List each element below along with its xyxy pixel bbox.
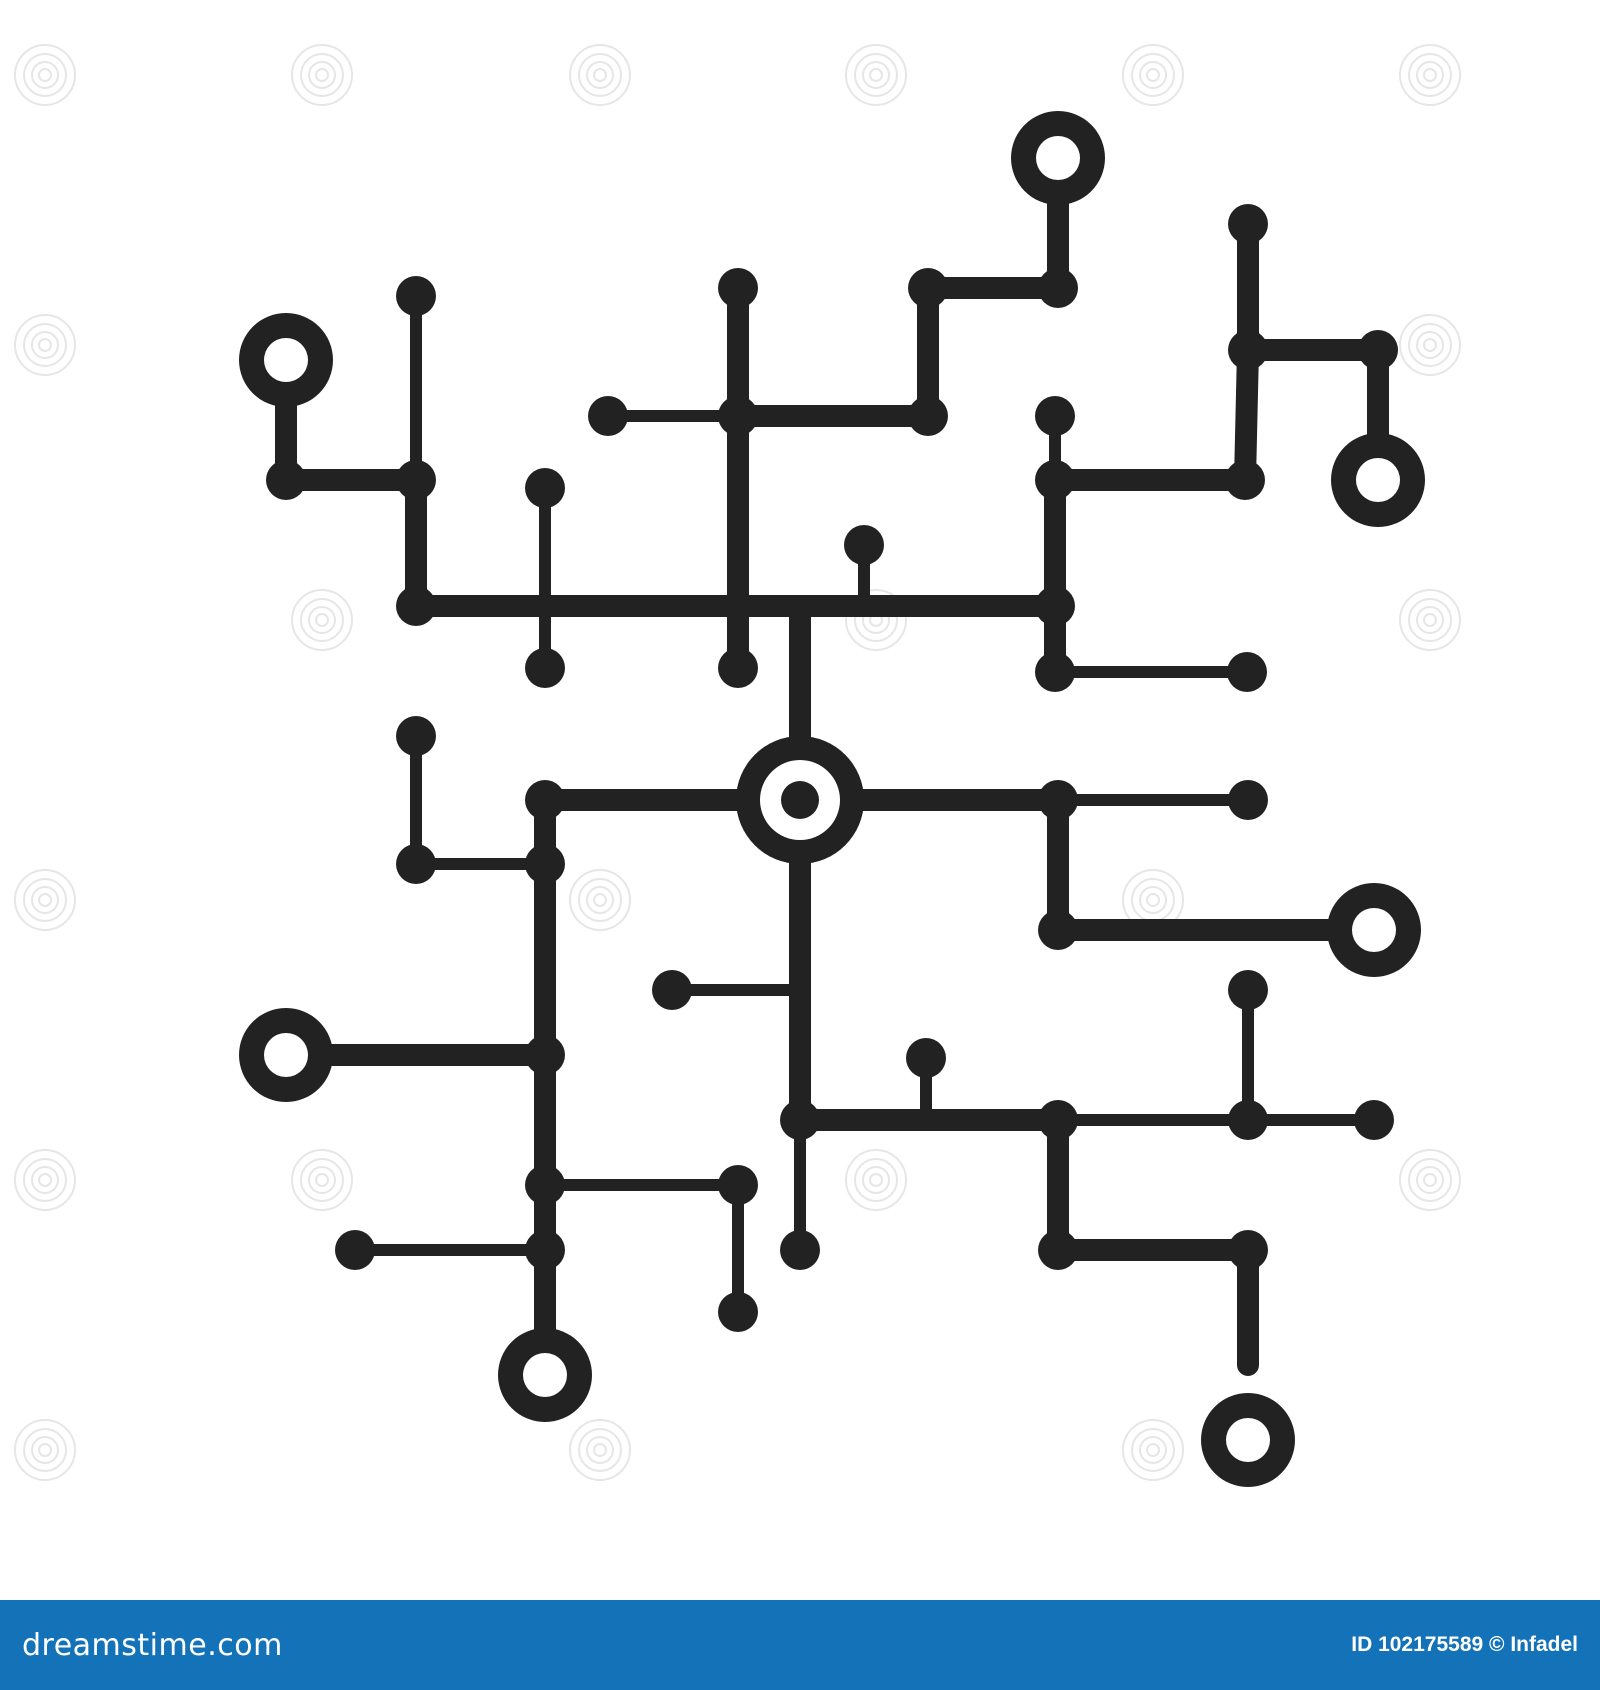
terminal-dot <box>1228 204 1268 244</box>
watermark-spiral-icon <box>845 44 907 106</box>
terminal-dot <box>396 276 436 316</box>
terminal-dot <box>1035 652 1075 692</box>
watermark-spiral-icon <box>14 869 76 931</box>
terminal-dot <box>1228 970 1268 1010</box>
terminal-dot <box>1228 1100 1268 1140</box>
terminal-dot <box>1038 910 1078 950</box>
watermark-spiral-icon <box>1122 44 1184 106</box>
terminal-dot <box>1035 586 1075 626</box>
terminal-dot <box>266 460 306 500</box>
site-logo[interactable]: dreamstime.com <box>22 1627 283 1663</box>
terminal-dot <box>525 468 565 508</box>
ring-pad <box>498 1328 592 1422</box>
terminal-dot <box>908 396 948 436</box>
watermark-spiral-icon <box>1122 1419 1184 1481</box>
terminal-dot <box>1228 330 1268 370</box>
trace-lower-l-1185 <box>539 1179 744 1318</box>
watermark-spiral-icon <box>14 1149 76 1211</box>
central-hub-node <box>736 736 864 864</box>
image-credit: ID 102175589 © Infadel <box>1351 1633 1578 1656</box>
watermark-spiral-icon <box>569 1419 631 1481</box>
terminal-dot <box>1228 780 1268 820</box>
terminal-dot <box>906 1038 946 1078</box>
terminal-dot <box>396 586 436 626</box>
watermark-spiral-icon <box>14 1419 76 1481</box>
trace-stair-to-top-ring <box>727 209 1069 427</box>
ring-pad <box>1201 1393 1295 1487</box>
ring-pad <box>1011 111 1105 205</box>
terminal-dot <box>525 1230 565 1270</box>
terminal-dot <box>908 268 948 308</box>
terminal-dot <box>525 648 565 688</box>
watermark-spiral-icon <box>14 314 76 376</box>
ring-pad <box>1331 433 1425 527</box>
terminal-dot <box>718 1292 758 1332</box>
terminal-dot <box>718 396 758 436</box>
terminal-dot <box>396 716 436 756</box>
trace-right-ring-928 <box>1047 789 1347 941</box>
node-layer <box>239 111 1425 1487</box>
terminal-dot <box>525 1165 565 1205</box>
watermark-spiral-icon <box>1399 1149 1461 1211</box>
watermark-spiral-icon <box>569 869 631 931</box>
ring-pad <box>239 1008 333 1102</box>
terminal-dot <box>718 1165 758 1205</box>
watermark-layer <box>14 44 1461 1481</box>
watermark-spiral-icon <box>291 589 353 651</box>
terminal-dot <box>1227 652 1267 692</box>
terminal-dot <box>780 1230 820 1270</box>
terminal-dot <box>652 970 692 1010</box>
watermark-spiral-icon <box>569 44 631 106</box>
terminal-dot <box>718 268 758 308</box>
watermark-spiral-icon <box>1399 314 1461 376</box>
terminal-dot <box>1358 330 1398 370</box>
trace-upper-bus <box>275 469 1066 617</box>
terminal-dot <box>1038 268 1078 308</box>
watermark-spiral-icon <box>845 1149 907 1211</box>
footer-bar: dreamstime.com ID 102175589 © Infadel <box>0 1600 1600 1690</box>
terminal-dot <box>525 844 565 884</box>
watermark-spiral-icon <box>1399 44 1461 106</box>
terminal-dot <box>780 1100 820 1140</box>
terminal-dot <box>588 396 628 436</box>
trace-right-upper-riser <box>1044 213 1259 491</box>
watermark-spiral-icon <box>291 44 353 106</box>
terminal-dot <box>396 844 436 884</box>
circuit-diagram <box>14 44 1461 1487</box>
terminal-dot <box>1038 1100 1078 1140</box>
watermark-spiral-icon <box>14 44 76 106</box>
terminal-dot <box>1035 460 1075 500</box>
terminal-dot <box>1035 396 1075 436</box>
terminal-dot <box>1354 1100 1394 1140</box>
terminal-dot <box>718 648 758 688</box>
watermark-spiral-icon <box>291 1149 353 1211</box>
terminal-dot <box>844 525 884 565</box>
terminal-dot <box>525 780 565 820</box>
ring-pad <box>1327 883 1421 977</box>
terminal-dot <box>396 460 436 500</box>
terminal-dot <box>1225 460 1265 500</box>
terminal-dot <box>1228 1230 1268 1270</box>
ring-pad <box>239 313 333 407</box>
circuit-diagram-area <box>14 44 1461 1487</box>
terminal-dot <box>1038 780 1078 820</box>
terminal-dot <box>335 1230 375 1270</box>
trace-stair-to-bottom-ring <box>1047 1109 1259 1376</box>
terminal-dot <box>525 1035 565 1075</box>
terminal-dot <box>1038 1230 1078 1270</box>
trace-right-ring-feed <box>1237 339 1389 451</box>
watermark-spiral-icon <box>1399 589 1461 651</box>
